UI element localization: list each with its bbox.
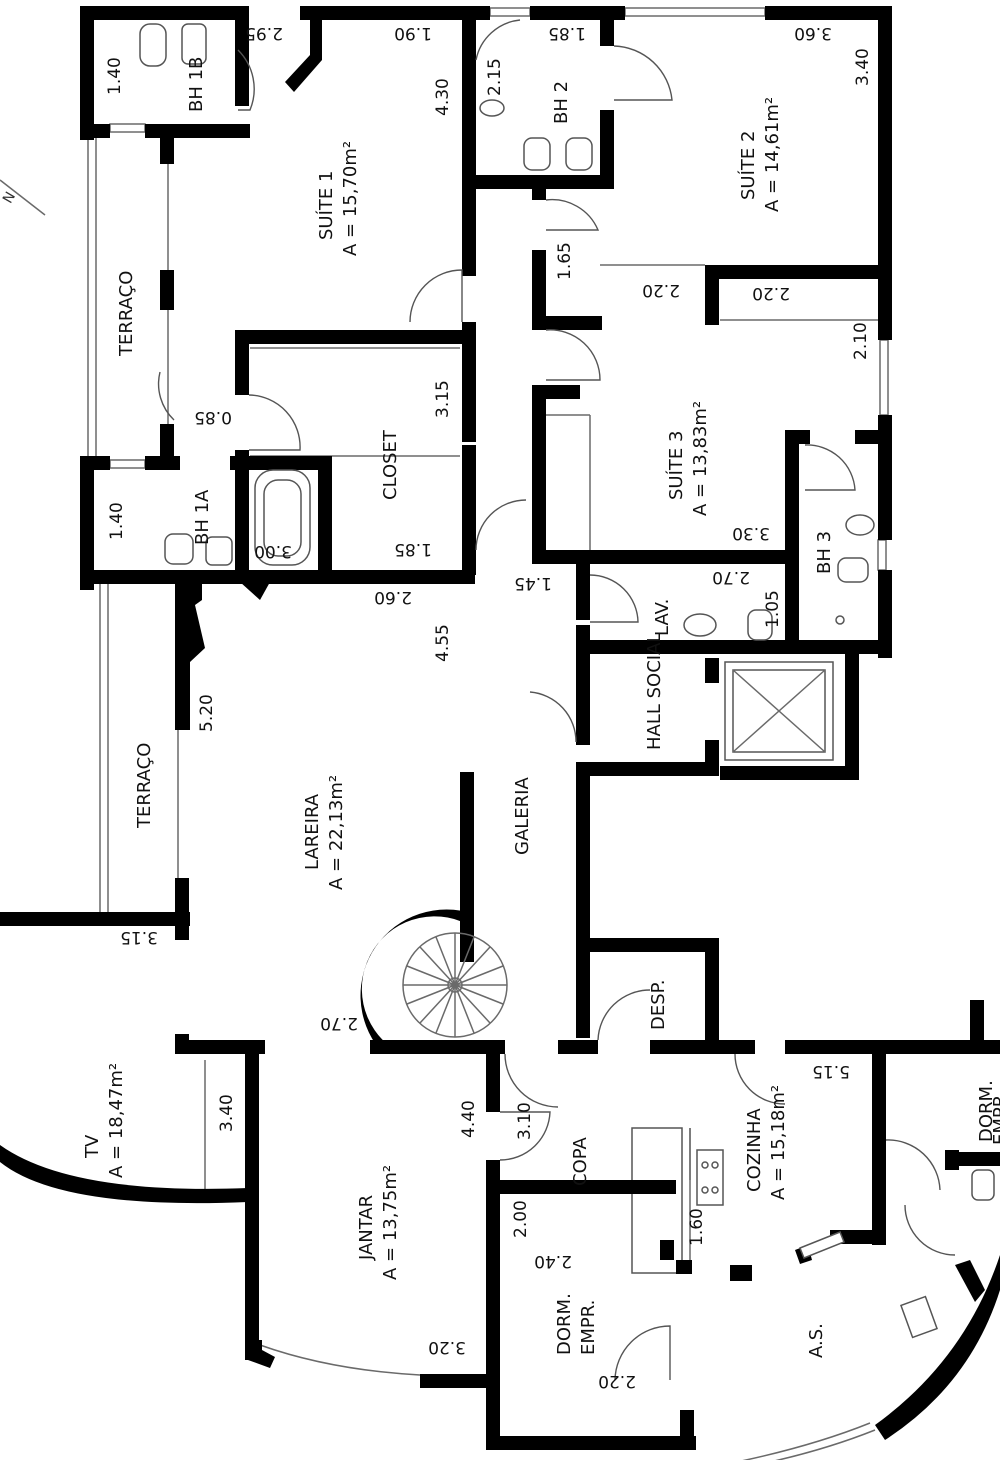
north-arrow-icon: N: [0, 179, 46, 216]
dim-jantar-bottom: 3.20: [428, 1337, 466, 1357]
spiral-stair: [402, 932, 508, 1038]
dim-suite2-bottom: 2.20: [642, 280, 680, 300]
fixtures: [139, 23, 995, 1339]
room-label-terraco-mid: TERRAÇO: [134, 743, 155, 829]
dim-dorm-side: 1.60: [687, 1208, 707, 1246]
dim-closet-bottom: 1.85: [394, 539, 432, 559]
dim-lareira-bottom: 2.70: [320, 1013, 358, 1033]
dim-bh1b-width: 1.40: [105, 57, 125, 95]
dim-bh1a-bottom: 3.00: [254, 541, 292, 561]
room-labels: BH 1B BH 2 SUÍTE 1 A = 15,70m² SUÍTE 2 A…: [82, 57, 1000, 1358]
dim-suite1-top: 1.90: [394, 23, 432, 43]
dim-suite3-top: 2.20: [752, 283, 790, 303]
dim-lav-side: 1.05: [763, 590, 783, 628]
room-label-terraco-top: TERRAÇO: [116, 271, 137, 357]
room-label-closet: CLOSET: [380, 429, 401, 500]
room-label-suite3: SUÍTE 3: [665, 431, 687, 500]
walls: [0, 6, 1000, 1450]
room-label-bh1b: BH 1B: [186, 57, 207, 112]
dim-bh1b-top: 2.95: [245, 23, 283, 43]
room-area-tv: A = 18,47m²: [106, 1063, 127, 1178]
dim-terraco-door: 0.85: [194, 407, 232, 427]
dim-corridor: 1.65: [555, 242, 575, 280]
room-label-empr-right: EMPR.: [990, 1090, 1000, 1145]
dim-lareira-top: 2.60: [374, 587, 412, 607]
room-label-suite1: SUÍTE 1: [315, 171, 337, 240]
room-label-lareira: LAREIRA: [302, 793, 323, 870]
room-label-lav: LAV.: [652, 599, 673, 636]
room-label-suite2: SUÍTE 2: [737, 131, 759, 200]
room-label-empr: EMPR.: [578, 1300, 599, 1355]
room-label-tv: TV: [82, 1134, 103, 1159]
dim-copa-bottom: 2.40: [534, 1251, 572, 1271]
dim-suite3-side: 2.10: [851, 322, 871, 360]
dim-tv-side: 3.40: [217, 1094, 237, 1132]
room-area-jantar: A = 13,75m²: [380, 1165, 401, 1280]
room-area-suite2: A = 14,61m²: [762, 97, 783, 212]
room-label-bh2: BH 2: [551, 81, 572, 124]
room-area-cozinha: A = 15,18m²: [768, 1085, 789, 1200]
room-label-jantar: JANTAR: [356, 1195, 377, 1261]
door-swings: [157, 19, 956, 1381]
room-area-lareira: A = 22,13m²: [326, 775, 347, 890]
dim-bh2-top: 1.85: [548, 23, 586, 43]
room-label-cozinha: COZINHA: [744, 1108, 765, 1192]
room-area-suite1: A = 15,70m²: [340, 141, 361, 256]
elevator-shaft: [724, 661, 834, 761]
dim-lav-top: 2.70: [712, 567, 750, 587]
dim-cozinha-top: 5.15: [812, 1061, 850, 1081]
dim-lareira-left: 5.20: [197, 694, 217, 732]
room-label-dorm-empr: DORM.: [554, 1293, 575, 1355]
dim-bh1a-width: 1.40: [107, 502, 127, 540]
dim-suite1-side: 4.30: [433, 78, 453, 116]
dim-galeria-top: 1.45: [514, 573, 552, 593]
dim-suite2-top: 3.60: [794, 23, 832, 43]
room-area-suite3: A = 13,83m²: [690, 401, 711, 516]
dimension-labels: 1.40 2.95 1.90 4.30 2.15 1.85 3.60 3.40 …: [105, 23, 873, 1391]
room-label-bh3: BH 3: [814, 531, 835, 574]
room-label-bh1a: BH 1A: [192, 489, 213, 545]
dim-bh2-side: 2.15: [485, 58, 505, 96]
dim-suite3-bottom: 3.30: [732, 523, 770, 543]
room-label-dorm-right: DORM.: [976, 1080, 997, 1142]
thin-lines: [87, 7, 889, 1460]
dim-copa-side: 3.10: [515, 1102, 535, 1140]
dim-dorm-bottom: 2.20: [598, 1371, 636, 1391]
dim-suite2-side: 3.40: [853, 48, 873, 86]
room-label-as: A.S.: [806, 1323, 827, 1358]
room-label-hall-social: HALL SOCIAL: [644, 633, 665, 750]
dim-dorm-width: 2.00: [511, 1200, 531, 1238]
room-label-copa: COPA: [570, 1137, 591, 1186]
dim-lareira-side: 4.55: [433, 624, 453, 662]
room-label-desp: DESP.: [648, 980, 669, 1030]
dim-jantar-side: 4.40: [459, 1100, 479, 1138]
room-label-galeria: GALERIA: [512, 777, 533, 855]
dim-terraco-bottom: 3.15: [120, 927, 158, 947]
dim-closet-side: 3.15: [433, 380, 453, 418]
